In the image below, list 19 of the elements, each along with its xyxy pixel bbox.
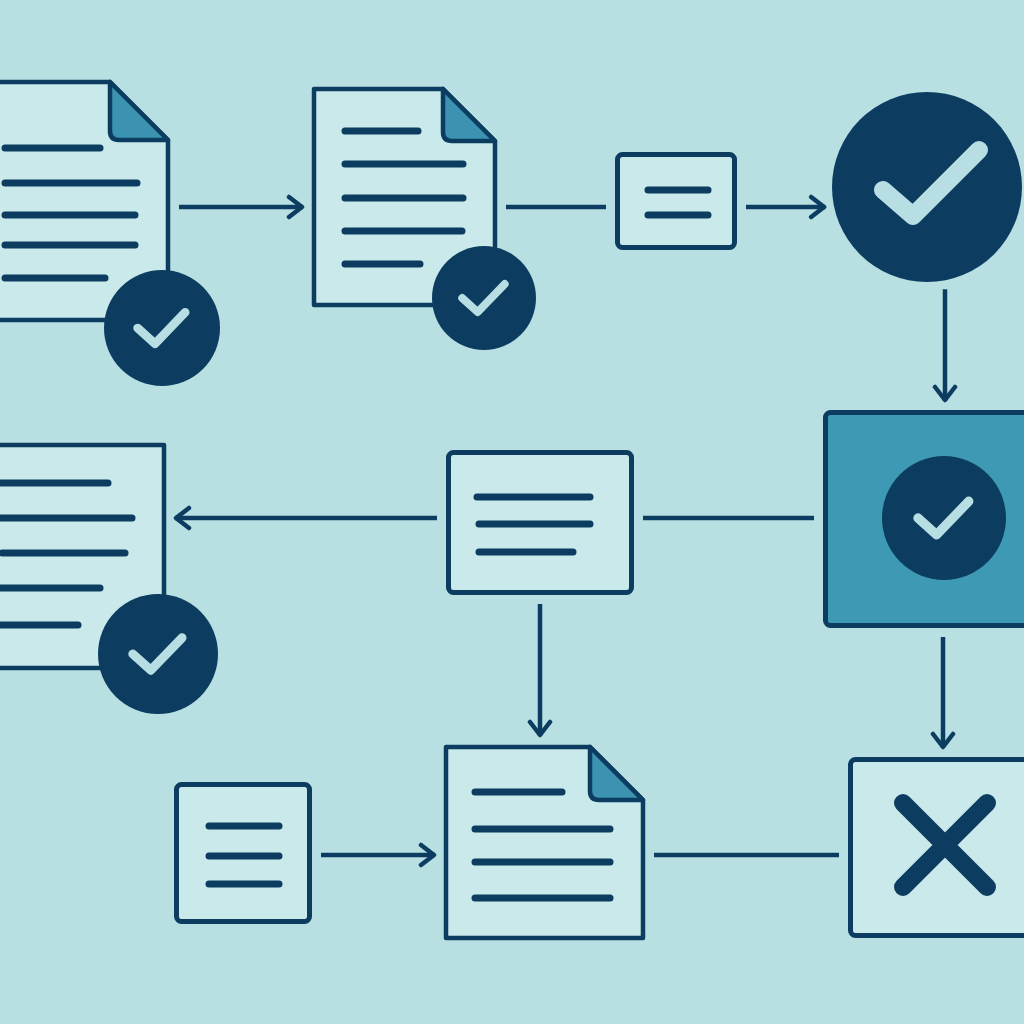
process-box <box>174 782 312 924</box>
arrow <box>179 194 305 220</box>
process-box <box>848 757 1024 938</box>
document-shape <box>444 745 645 940</box>
connector-line <box>506 204 606 210</box>
arrow <box>173 505 437 531</box>
document-shape <box>312 87 497 307</box>
arrow <box>930 637 956 750</box>
process-box <box>615 152 737 250</box>
arrow <box>932 289 958 403</box>
status-circle <box>832 92 1022 282</box>
arrow <box>746 194 827 220</box>
arrow <box>527 604 553 738</box>
document-shape <box>0 80 170 322</box>
connector-line <box>643 515 814 521</box>
arrow <box>321 842 437 868</box>
highlighted-box <box>823 410 1024 628</box>
process-box <box>446 450 634 595</box>
connector-line <box>654 852 839 858</box>
